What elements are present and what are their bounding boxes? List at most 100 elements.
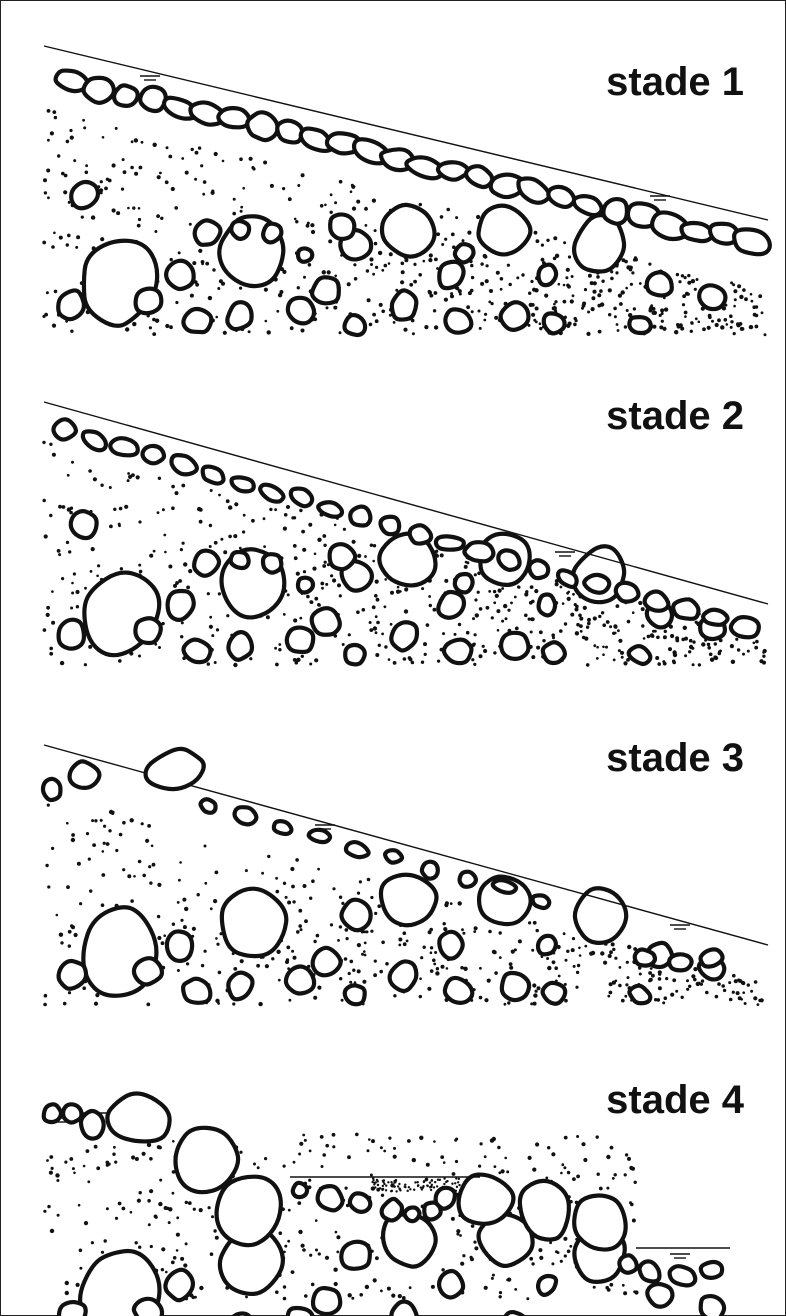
boulder bbox=[382, 205, 435, 257]
armour-stone bbox=[171, 455, 196, 474]
armour-stone bbox=[232, 477, 254, 491]
step-boulder bbox=[520, 1181, 569, 1240]
bed-stone bbox=[455, 574, 473, 592]
step-boulder bbox=[217, 1177, 281, 1245]
bed-stone bbox=[288, 1308, 313, 1316]
bed-stone bbox=[345, 645, 365, 664]
bed-stone bbox=[167, 931, 192, 961]
bed-stone bbox=[445, 978, 472, 1003]
armour-stone bbox=[498, 550, 519, 570]
bed-stone bbox=[647, 1284, 672, 1307]
water-level-mark bbox=[670, 1254, 690, 1258]
armour-stone bbox=[84, 78, 114, 103]
bed-stone bbox=[439, 1271, 463, 1297]
bed-stone bbox=[263, 554, 281, 572]
bed-stone bbox=[390, 961, 417, 991]
armour-stone bbox=[203, 467, 224, 484]
armour-stone bbox=[422, 862, 438, 879]
armour-stone bbox=[460, 872, 476, 887]
bed-stone bbox=[391, 622, 417, 650]
bed-stone bbox=[313, 948, 341, 975]
armour-stone bbox=[110, 438, 138, 455]
pool-stone bbox=[639, 1261, 659, 1281]
stage-3-label: stade 3 bbox=[606, 738, 744, 778]
boulder bbox=[381, 875, 437, 926]
pool-stone bbox=[405, 1207, 420, 1221]
bed-stone bbox=[502, 1312, 527, 1316]
armour-stone bbox=[318, 502, 342, 516]
bed-stone bbox=[59, 620, 84, 649]
water-level-mark bbox=[670, 925, 690, 929]
bed-stone bbox=[59, 961, 87, 989]
bed-stone bbox=[701, 1296, 724, 1316]
bed-stone bbox=[298, 248, 312, 261]
bed-stone bbox=[629, 646, 651, 664]
water-level-mark bbox=[555, 552, 575, 556]
bed-stone bbox=[330, 214, 354, 238]
armour-stone bbox=[277, 121, 302, 143]
boulder bbox=[222, 889, 286, 956]
armour-stone bbox=[548, 187, 574, 207]
bed-stone bbox=[438, 592, 464, 618]
armour-stone bbox=[438, 162, 468, 179]
bed-stone bbox=[263, 224, 281, 243]
pool-stone bbox=[44, 1104, 61, 1122]
bed-stone bbox=[629, 317, 650, 333]
bed-stone bbox=[502, 973, 529, 1000]
bed-stone bbox=[344, 315, 365, 335]
pool-stone bbox=[318, 1186, 343, 1210]
bed-stone bbox=[439, 932, 462, 959]
bed-stone bbox=[183, 309, 211, 332]
armour-stone bbox=[70, 761, 100, 787]
pool-stone bbox=[293, 1183, 307, 1197]
armour-stone bbox=[533, 895, 550, 908]
bed-stone bbox=[341, 1242, 370, 1269]
armour-stone bbox=[247, 112, 277, 140]
bed-stone bbox=[313, 1288, 340, 1314]
pool-stone bbox=[63, 1104, 81, 1122]
bed-stone bbox=[445, 309, 471, 332]
armour-stone bbox=[381, 517, 400, 534]
armour-stone bbox=[385, 850, 402, 862]
stage-3-panel bbox=[43, 745, 768, 1006]
bed-stone bbox=[699, 285, 725, 309]
armour-stone bbox=[436, 536, 464, 549]
armour-stone bbox=[493, 880, 516, 893]
armour-stone bbox=[43, 779, 60, 800]
armour-stone bbox=[291, 489, 312, 507]
bed-stone bbox=[312, 277, 339, 303]
bed-stone bbox=[543, 642, 565, 663]
bed-stone bbox=[71, 182, 98, 208]
bed-stone bbox=[134, 1299, 162, 1316]
armour-stone bbox=[410, 525, 431, 543]
armour-stone bbox=[235, 807, 257, 824]
bed-stone bbox=[194, 551, 219, 576]
bed-stone bbox=[298, 578, 313, 593]
armour-stone bbox=[558, 570, 577, 587]
pool-stone bbox=[81, 1111, 104, 1139]
bed-stone bbox=[392, 290, 416, 319]
armour-stone bbox=[673, 599, 698, 619]
armour-stone bbox=[309, 830, 330, 842]
bed-stone bbox=[538, 936, 556, 954]
bed-stone bbox=[287, 628, 313, 652]
stage-1-label: stade 1 bbox=[606, 62, 744, 102]
armour-stone bbox=[603, 199, 627, 224]
bed-stone bbox=[134, 958, 162, 984]
bed-stone bbox=[228, 632, 252, 660]
armour-stone bbox=[350, 507, 370, 526]
armour-stone bbox=[731, 617, 759, 637]
bed-stone bbox=[647, 272, 672, 295]
water-level-mark bbox=[140, 76, 160, 80]
bed-stone bbox=[136, 289, 162, 314]
bed-stone bbox=[286, 967, 314, 994]
bed-stone bbox=[288, 298, 314, 324]
armour-stone bbox=[518, 178, 549, 202]
bed-stone bbox=[166, 261, 194, 289]
bed-stone bbox=[539, 594, 556, 615]
bed-stone bbox=[341, 900, 370, 931]
armour-stone bbox=[83, 431, 106, 450]
armour-stone bbox=[466, 166, 492, 187]
armour-stone bbox=[584, 575, 609, 593]
bed-stone bbox=[444, 640, 472, 663]
